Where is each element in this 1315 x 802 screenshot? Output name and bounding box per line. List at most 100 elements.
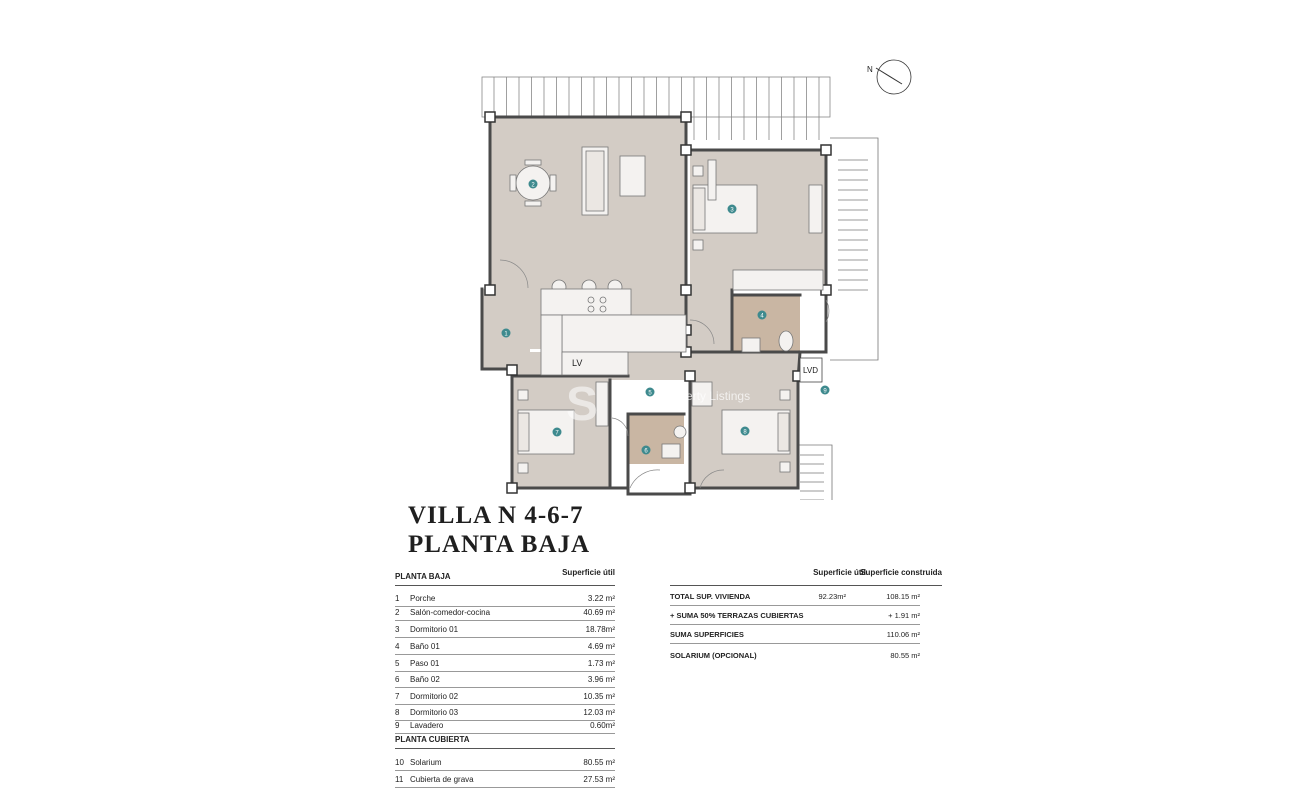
column-post [680,111,692,123]
column-post [684,482,696,494]
room-area: 12.03 m² [583,708,615,717]
room-marker-number: 7 [555,431,559,437]
room-number: 10 [395,758,404,767]
watermark: Spanish Property Listings [614,389,750,403]
room-marker-dot [740,426,750,436]
room-marker-1: 1 [501,328,511,338]
room-marker-8: 8 [740,426,750,436]
section-planta-baja: PLANTA BAJA [395,572,451,581]
room-marker-5: 5 [645,387,655,397]
floor-plan: LV LVD Spanish Property Listings S 1 2 3 4 5… [480,59,912,500]
room-marker-number: 2 [531,183,535,189]
room-marker-9: 9 [820,385,830,395]
room-marker-3: 3 [727,204,737,214]
room-row: 4 Baño 01 4.69 m² [395,641,615,653]
room-area: 18.78m² [585,625,615,634]
column-post [506,364,518,376]
room-name: Dormitorio 02 [410,692,459,701]
room-marker-7: 7 [552,427,562,437]
room-marker-number: 9 [823,389,827,395]
summary-util: 92.23m² [818,592,846,601]
room-marker-2: 2 [528,179,538,189]
compass-letter: N [867,65,873,74]
room-area: 80.55 m² [583,758,615,767]
summary-label: TOTAL SUP. VIVIENDA [670,592,751,601]
summary-construida: 108.15 m² [886,592,920,601]
room-number: 6 [395,675,400,684]
room-markers: 1 2 3 4 5 6 7 8 9 [501,179,830,455]
room-number: 8 [395,708,400,717]
summary-construida: 80.55 m² [890,651,920,660]
room-marker-dot [528,179,538,189]
column-post [684,370,696,382]
room-row: 10 Solarium 80.55 m² [395,757,615,769]
col-construida: Superficie construida [860,568,942,577]
room-marker-dot [757,310,767,320]
column-post [820,144,832,156]
staircase-lower [797,444,833,500]
summary-label: SOLARIUM (OPCIONAL) [670,651,757,660]
column-post [484,111,496,123]
room-area: 4.69 m² [587,642,615,651]
room-number: 2 [395,608,400,617]
room-marker-number: 4 [760,314,764,320]
room-number: 11 [395,775,404,784]
room-area: 1.73 m² [587,659,615,668]
furniture [509,146,824,474]
room-row: 1 Porche 3.22 m² [395,593,615,605]
room-marker-dot [645,387,655,397]
section-planta-cubierta: PLANTA CUBIERTA [395,735,470,744]
room-name: Baño 01 [410,642,440,651]
col-util: Superficie útil [813,568,866,577]
pergola [481,76,831,140]
room-marker-number: 5 [648,391,652,397]
summary-table: Superficie útil Superficie construida TO… [670,565,942,675]
room-marker-dot [641,445,651,455]
summary-row: SOLARIUM (OPCIONAL) 80.55 m² [670,650,942,662]
room-row: 5 Paso 01 1.73 m² [395,658,615,670]
room-marker-dot [552,427,562,437]
room-area: 3.22 m² [587,594,615,603]
doors [499,259,830,489]
room-name: Baño 02 [410,675,440,684]
room-marker-dot [727,204,737,214]
room-number: 4 [395,642,400,651]
laundry-label: LVD [803,366,818,375]
room-name: Paso 01 [410,659,440,668]
compass-icon [876,59,912,95]
room-name: Solarium [410,758,442,767]
col-superficie-util: Superficie útil [562,568,615,577]
room-marker-dot [820,385,830,395]
kitchen-label: LV [572,358,582,368]
room-number: 7 [395,692,400,701]
plan-subtitle: PLANTA BAJA [408,531,591,558]
room-number: 3 [395,625,400,634]
summary-construida: + 1.91 m² [888,611,920,620]
room-area: 40.69 m² [583,608,615,617]
column-post [506,482,518,494]
column-post [484,284,496,296]
room-number: 9 [395,721,400,730]
room-area: 27.53 m² [583,775,615,784]
summary-label: SUMA SUPERFICIES [670,630,744,639]
room-marker-6: 6 [641,445,651,455]
watermark-logo: S [566,378,598,431]
room-marker-4: 4 [757,310,767,320]
room-number: 5 [395,659,400,668]
room-name: Salón-comedor-cocina [410,608,491,617]
room-marker-number: 1 [504,332,508,338]
room-marker-number: 6 [644,449,648,455]
summary-construida: 110.06 m² [886,630,920,639]
room-row: 2 Salón-comedor-cocina 40.69 m² [395,607,615,619]
room-name: Porche [410,594,436,603]
column-post [680,284,692,296]
compass: N [867,59,912,95]
room-area: 10.35 m² [583,692,615,701]
rooms-table: PLANTA BAJA Superficie útil 1 Porche 3.22 … [395,565,615,795]
room-number: 1 [395,594,400,603]
